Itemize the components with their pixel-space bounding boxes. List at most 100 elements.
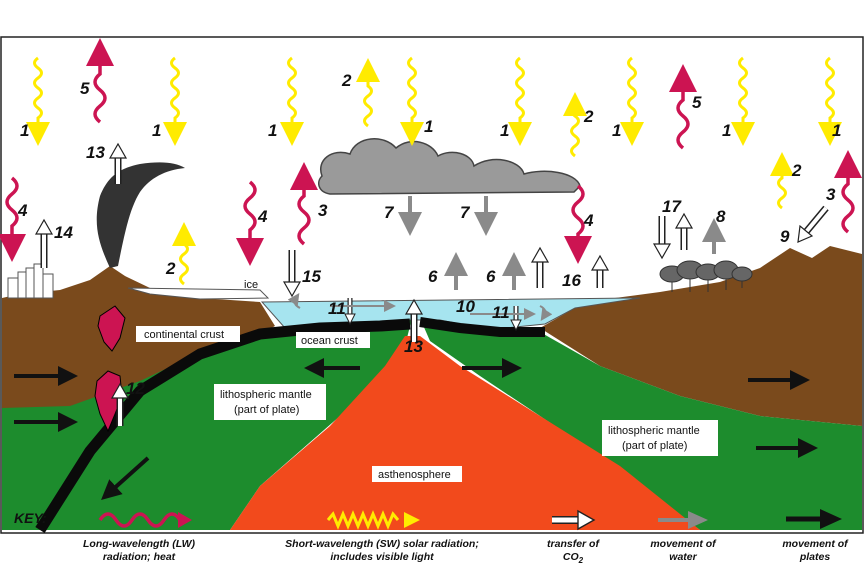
asthenosphere-region [230,336,700,530]
city-skyline [7,263,54,299]
label-2b: 2 [583,107,594,126]
key-sw-icon [326,510,420,530]
co2-arrow-15-ocean-in [282,250,302,298]
label-1g: 1 [722,121,731,140]
label-1c: 1 [268,121,277,140]
label-3b: 3 [826,185,836,204]
label-4b: 4 [257,207,268,226]
label-2a: 2 [341,71,352,90]
sw-arrows [26,56,842,286]
lw-arrow-5b [669,64,697,150]
key-co2-icon [552,509,596,531]
lw-arrow-3a [290,162,318,246]
label-17: 17 [662,197,682,216]
label-6b: 6 [486,267,496,286]
co2-arrow-9-weathering [797,205,829,243]
label-11a: 11 [328,299,346,318]
process-numbers: 1 1 1 1 1 1 1 1 2 2 2 2 3 3 4 4 4 5 5 6 … [17,71,841,398]
label-3a: 3 [318,201,328,220]
litho-left-line2: (part of plate) [234,404,299,416]
co2-arrow-13-volcano [108,142,128,184]
forest [659,260,753,292]
ocean-crust-label: ocean crust [301,335,358,347]
co2-arrow-17-up [674,212,694,250]
label-5b: 5 [692,93,702,112]
co2-arrow-13-ridge [404,298,424,342]
lw-arrow-3b [834,150,862,234]
litho-left-line1: lithospheric mantle [220,389,312,401]
subducting-slab [35,318,411,533]
key-sw-text: Short-wavelength (SW) solar radiation; i… [285,538,479,563]
label-12: 12 [126,379,145,398]
ocean-circulation-left [287,293,301,309]
label-6a: 6 [428,267,438,286]
sw-arrow-2b [563,92,587,158]
sw-arrow-1b [163,56,187,146]
sw-arrow-1g [731,56,755,146]
key-co2-text: transfer of CO2 [547,538,599,566]
water-arrows [287,196,726,321]
label-7a: 7 [384,203,395,222]
label-9: 9 [780,227,790,246]
label-11b: 11 [492,303,510,322]
label-1b: 1 [152,121,161,140]
plate-arrows [14,358,818,501]
co2-arrows [34,142,829,426]
volcano-smoke [96,162,185,268]
label-14: 14 [54,223,73,242]
sw-arrow-1a [26,56,50,146]
litho-right-line2: (part of plate) [622,440,687,452]
label-15: 15 [302,267,321,286]
co2-arrow-12-magma [110,382,130,426]
label-13a: 13 [86,143,105,162]
ocean-circulation-right [539,305,553,321]
label-2d: 2 [165,259,176,278]
label-13b: 13 [404,337,423,356]
label-16: 16 [562,271,581,290]
key-lw-text: Long-wavelength (LW) radiation; heat [83,538,195,563]
co2-arrow-16a [530,246,550,288]
sw-arrow-2a [356,58,380,128]
label-1h: 1 [832,121,841,140]
magma-chamber-lower [94,370,123,433]
sw-arrow-1f [620,56,644,146]
lw-arrow-4c [564,184,592,264]
lw-arrow-4a [0,176,26,262]
label-4c: 4 [583,211,594,230]
label-7b: 7 [460,203,471,222]
plate-arrow-subduction [101,456,150,501]
litho-right-line1: lithospheric mantle [608,425,700,437]
key-panel: KEY: Long-wavelength (LW) radiation; hea… [0,498,864,572]
label-8: 8 [716,207,726,226]
key-water-text: movement of water [650,538,716,563]
label-5a: 5 [80,79,90,98]
sw-arrow-2c [770,152,794,210]
key-plates-text: movement of plates [782,538,848,563]
key-lw-icon [98,512,192,528]
label-1e: 1 [500,121,509,140]
key-title: KEY: [14,510,47,526]
lw-arrow-4b [236,180,264,266]
sw-arrow-1c [280,56,304,146]
region-labels: ice continental crust ocean crust lithos… [136,279,718,482]
key-plates-icon [786,509,842,529]
co2-arrow-17-down [652,216,672,260]
co2-arrow-16b [590,254,610,288]
sw-arrow-1d [400,56,424,146]
co2-arrow-14-city [34,218,54,268]
label-1f: 1 [612,121,621,140]
magma-chamber-upper [97,305,126,352]
label-10: 10 [456,297,475,316]
continental-crust-label: continental crust [144,329,224,341]
ice-label: ice [244,279,258,291]
sw-arrow-1h [818,56,842,146]
ice-sheet [127,287,270,300]
asthenosphere-label: asthenosphere [378,469,451,481]
label-1d: 1 [424,117,433,136]
label-4a: 4 [17,201,28,220]
lw-arrows [0,38,862,266]
sw-arrow-1e [508,56,532,146]
ocean-crust-right [419,317,545,337]
sw-arrow-2d [172,222,196,286]
label-1a: 1 [20,121,29,140]
